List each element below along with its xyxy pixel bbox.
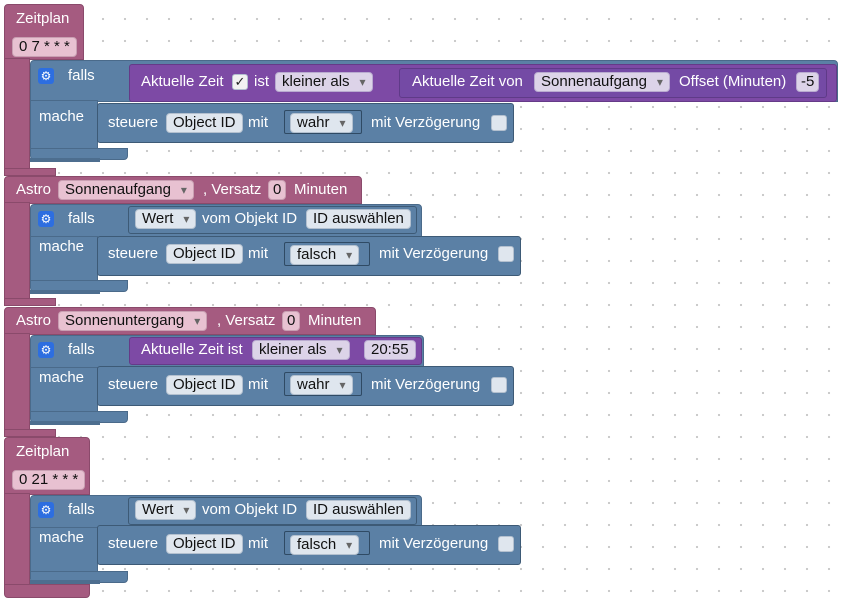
delay-checkbox[interactable] (498, 246, 514, 262)
with-label: mit (248, 114, 268, 131)
unit-label: Minuten (308, 312, 362, 329)
delay-checkbox[interactable] (491, 115, 507, 131)
block-title: Astro (16, 312, 52, 329)
operator-dropdown[interactable]: kleiner als (275, 72, 373, 92)
is-label: ist (254, 73, 269, 90)
from-object-label: vom Objekt ID (202, 501, 298, 518)
if-label: falls (68, 341, 95, 358)
astro-event-dropdown[interactable]: Sonnenaufgang (534, 72, 670, 92)
object-id-field[interactable]: Object ID (166, 375, 243, 395)
cron-field[interactable]: 0 7 * * * (12, 37, 77, 57)
object-id-field[interactable]: Object ID (166, 113, 243, 133)
gear-icon[interactable]: ⚙ (38, 342, 54, 358)
offset-input[interactable]: -5 (796, 72, 820, 92)
offset-label: , Versatz (217, 312, 276, 329)
value-dropdown[interactable]: falsch (290, 245, 360, 265)
current-time-label: Aktuelle Zeit (141, 73, 224, 90)
do-label: mache (39, 529, 85, 546)
set-state-label: steuere (108, 245, 159, 262)
checkbox-icon[interactable]: ✓ (232, 74, 248, 90)
delay-label: mit Verzögerung (379, 245, 489, 262)
gear-icon[interactable]: ⚙ (38, 502, 54, 518)
set-state-label: steuere (108, 114, 159, 131)
cron-field[interactable]: 0 21 * * * (12, 470, 86, 490)
do-label: mache (39, 238, 85, 255)
delay-label: mit Verzögerung (371, 376, 481, 393)
with-label: mit (248, 245, 268, 262)
set-state-label: steuere (108, 376, 159, 393)
attribute-dropdown[interactable]: Wert (135, 209, 197, 229)
operator-dropdown[interactable]: kleiner als (252, 340, 350, 360)
do-label: mache (39, 369, 85, 386)
astro-time-label: Aktuelle Zeit von (412, 73, 523, 90)
astro-event-dropdown[interactable]: Sonnenuntergang (58, 311, 208, 331)
with-label: mit (248, 376, 268, 393)
offset-input[interactable]: 0 (282, 311, 301, 331)
delay-label: mit Verzögerung (379, 535, 489, 552)
offset-input[interactable]: 0 (268, 180, 287, 200)
if-label: falls (68, 501, 95, 518)
delay-label: mit Verzögerung (371, 114, 481, 131)
gear-icon[interactable]: ⚙ (38, 68, 54, 84)
value-dropdown[interactable]: wahr (290, 375, 353, 395)
set-state-label: steuere (108, 535, 159, 552)
block-title: Zeitplan (16, 10, 70, 27)
with-label: mit (248, 535, 268, 552)
object-id-field[interactable]: Object ID (166, 534, 243, 554)
offset-label: Offset (Minuten) (679, 73, 787, 90)
gear-icon[interactable]: ⚙ (38, 211, 54, 227)
offset-label: , Versatz (203, 181, 262, 198)
object-id-selector[interactable]: ID auswählen (306, 500, 411, 520)
from-object-label: vom Objekt ID (202, 210, 298, 227)
delay-checkbox[interactable] (491, 377, 507, 393)
value-dropdown[interactable]: falsch (290, 535, 360, 555)
object-id-selector[interactable]: ID auswählen (306, 209, 411, 229)
attribute-dropdown[interactable]: Wert (135, 500, 197, 520)
value-dropdown[interactable]: wahr (290, 113, 353, 133)
object-id-field[interactable]: Object ID (166, 244, 243, 264)
block-title: Zeitplan (16, 443, 70, 460)
astro-event-dropdown[interactable]: Sonnenaufgang (58, 180, 194, 200)
time-input[interactable]: 20:55 (364, 340, 416, 360)
unit-label: Minuten (294, 181, 348, 198)
block-title: Astro (16, 181, 52, 198)
delay-checkbox[interactable] (498, 536, 514, 552)
current-time-label: Aktuelle Zeit ist (141, 341, 243, 358)
if-label: falls (68, 67, 95, 84)
if-label: falls (68, 210, 95, 227)
do-label: mache (39, 108, 85, 125)
